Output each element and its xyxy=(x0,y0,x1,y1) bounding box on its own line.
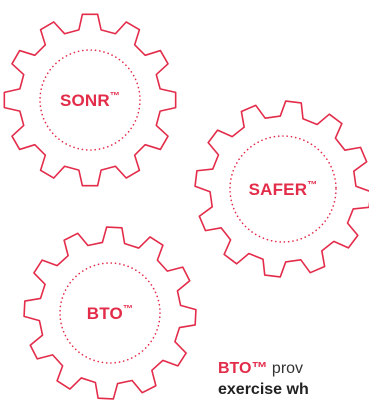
description-caption: BTO™ prov exercise wh xyxy=(218,358,309,400)
caption-line-1: BTO™ prov xyxy=(218,358,309,379)
sonr-gear-dotted-ring xyxy=(39,49,141,151)
safer-gear: SAFER™ xyxy=(194,100,369,278)
bto-gear-outline xyxy=(23,226,197,400)
sonr-gear-label: SONR™ xyxy=(60,91,120,110)
sonr-gear-outline xyxy=(3,13,177,187)
caption-line-2: exercise wh xyxy=(218,381,309,398)
caption-line-1-text: prov xyxy=(267,360,304,377)
bto-gear-label: BTO™ xyxy=(87,304,133,323)
caption-brand: BTO™ xyxy=(218,360,268,377)
safer-gear-outline xyxy=(194,100,369,278)
bto-gear-dotted-ring xyxy=(59,262,161,364)
safer-gear-dotted-ring xyxy=(229,135,337,243)
sonr-gear: SONR™ xyxy=(3,13,177,187)
bto-gear: BTO™ xyxy=(23,226,197,400)
safer-gear-label: SAFER™ xyxy=(249,180,318,199)
